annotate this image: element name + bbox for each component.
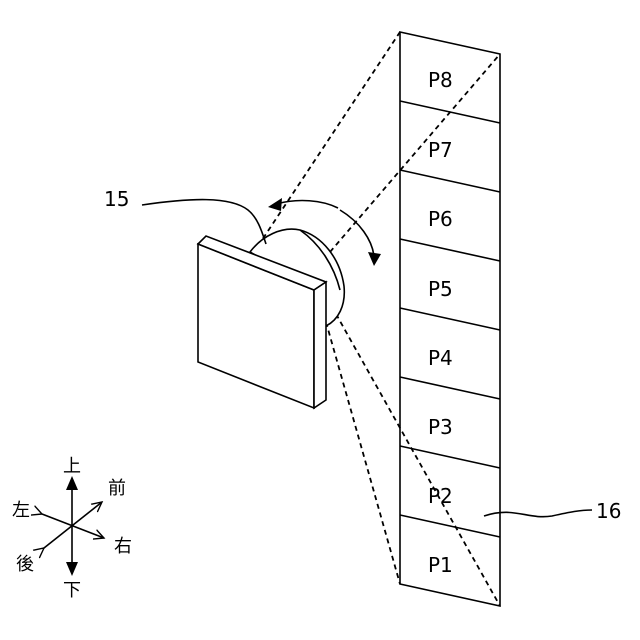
- panel-labels: P8 P7 P6 P5 P4 P3 P2 P1: [428, 68, 453, 577]
- panel-divider: [400, 308, 500, 330]
- panel-label-p2: P2: [428, 484, 453, 508]
- projector-leader: 15: [104, 187, 266, 244]
- panel-label-p6: P6: [428, 207, 453, 231]
- direction-back-label: 後: [16, 554, 34, 575]
- panel-divider: [400, 446, 500, 468]
- panel-divider: [400, 170, 500, 192]
- panel-label-p5: P5: [428, 277, 453, 301]
- projector-device: [198, 229, 344, 408]
- screen-ref-label: 16: [596, 499, 621, 523]
- direction-up-label: 上: [63, 456, 81, 477]
- direction-right-label: 右: [114, 536, 132, 557]
- panel-divider: [400, 515, 500, 537]
- direction-front-label: 前: [108, 478, 126, 499]
- panel-divider: [400, 377, 500, 399]
- panel-label-p8: P8: [428, 68, 453, 92]
- panel-dividers: [400, 101, 500, 537]
- panel-divider: [400, 239, 500, 261]
- panel-label-p7: P7: [428, 138, 453, 162]
- direction-down-label: 下: [63, 580, 81, 601]
- direction-left-label: 左: [12, 500, 30, 521]
- panel-label-p3: P3: [428, 415, 453, 439]
- screen-leader: 16: [484, 499, 621, 523]
- direction-compass: 上 前 左 右 後 下: [12, 456, 132, 601]
- projector-ref-label: 15: [104, 187, 129, 211]
- panel-label-p1: P1: [428, 553, 453, 577]
- panel-label-p4: P4: [428, 346, 453, 370]
